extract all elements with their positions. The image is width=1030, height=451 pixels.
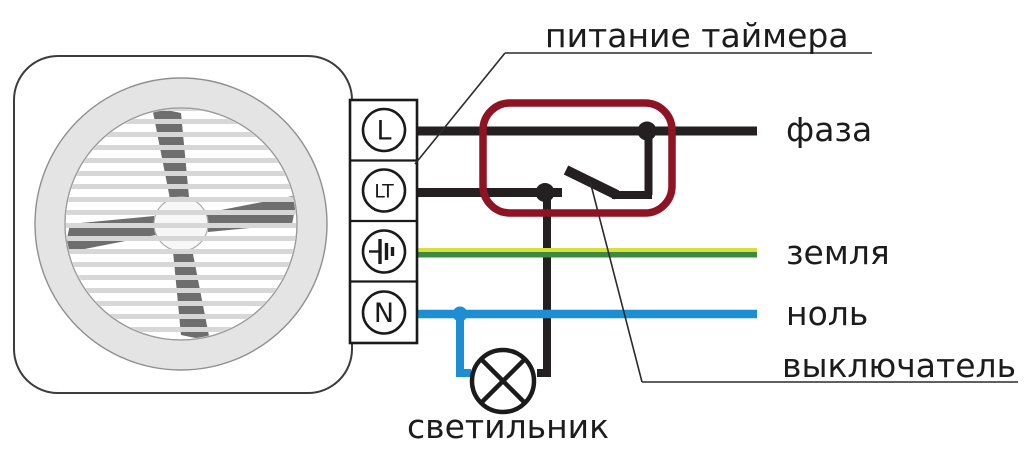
timer-leader-line [414, 52, 872, 165]
switch-lever [563, 165, 620, 200]
highlight-box [479, 99, 676, 217]
lamp-symbol [469, 347, 537, 415]
timer-power-label: питание таймера [545, 16, 849, 55]
lt-junction-dot [535, 183, 555, 202]
phase-label: фаза [786, 110, 872, 149]
terminal-n-label: N [374, 298, 394, 329]
terminal-l: L [361, 107, 407, 153]
neutral-wire [416, 306, 757, 377]
earth-label: земля [786, 233, 890, 272]
fan-illustration [13, 55, 353, 394]
fan-louvers [66, 109, 296, 339]
earth-ground-icon [369, 239, 395, 264]
terminal-n: N [361, 290, 407, 335]
switch-symbol [563, 131, 653, 200]
switch-label: выключатель [782, 346, 1016, 385]
terminal-lt: LT [361, 168, 407, 213]
terminal-block: L LT N [348, 98, 419, 345]
fan-blades [66, 109, 296, 339]
terminal-earth [361, 229, 407, 274]
lamp-label: светильник [407, 407, 609, 446]
lamp-neutral-branch-wire [456, 314, 471, 377]
terminal-lt-label: LT [374, 181, 394, 203]
neutral-label: ноль [786, 294, 868, 333]
lamp-phase-branch-wire [537, 196, 551, 377]
earth-wire [416, 248, 757, 258]
terminal-l-label: L [376, 116, 391, 147]
